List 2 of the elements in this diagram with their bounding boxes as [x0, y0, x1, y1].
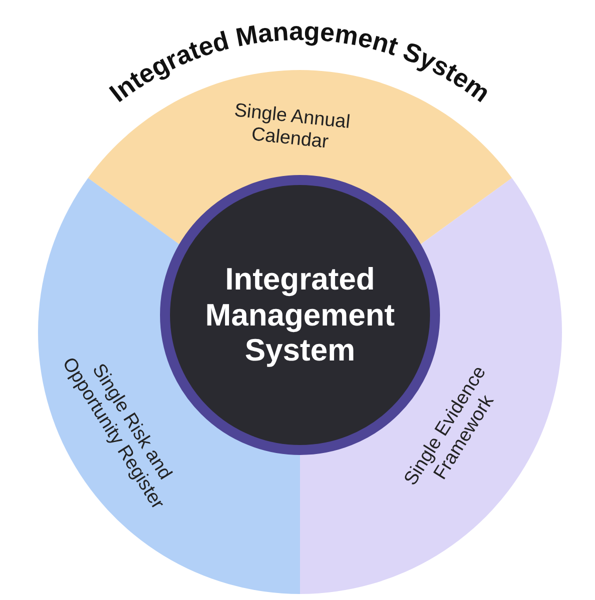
- center-label: Integrated Management System: [204, 262, 396, 368]
- segment-label: Single Annual Calendar: [232, 99, 352, 155]
